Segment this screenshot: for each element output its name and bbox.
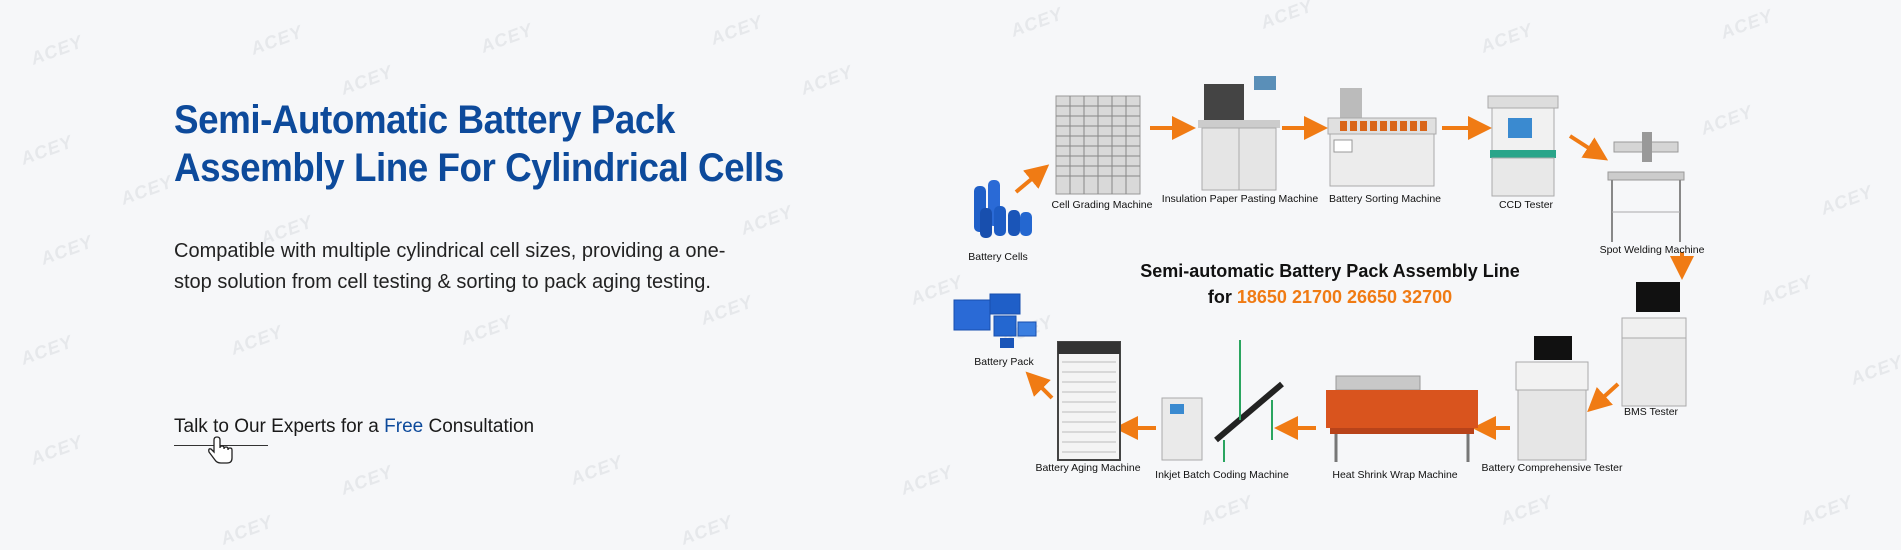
watermark: ACEY	[1008, 3, 1066, 41]
watermark: ACEY	[18, 131, 76, 169]
spot-welding-machine-image	[1607, 132, 1685, 242]
watermark: ACEY	[18, 331, 76, 369]
arrow	[1025, 371, 1054, 400]
watermark: ACEY	[708, 11, 766, 49]
watermark: ACEY	[338, 461, 396, 499]
label-bms-tester: BMS Tester	[1623, 406, 1679, 418]
label-ccd-tester: CCD Tester	[1498, 199, 1554, 211]
watermark: ACEY	[28, 31, 86, 69]
watermark: ACEY	[678, 511, 736, 549]
label-heat-shrink: Heat Shrink Wrap Machine	[1332, 469, 1458, 481]
diagram-cell-sizes: 18650 21700 26650 32700	[1236, 287, 1453, 307]
cta-free: Free	[384, 416, 424, 437]
arrow	[1014, 164, 1050, 194]
label-battery-cells: Battery Cells	[968, 251, 1028, 263]
inkjet-coding-machine-image	[1161, 340, 1284, 462]
watermark: ACEY	[458, 311, 516, 349]
battery-sorting-machine-image	[1327, 88, 1437, 187]
watermark: ACEY	[1798, 491, 1856, 529]
watermark: ACEY	[908, 271, 966, 309]
battery-cells-image	[974, 180, 1032, 238]
watermark: ACEY	[1498, 491, 1556, 529]
watermark: ACEY	[118, 171, 176, 209]
watermark: ACEY	[1258, 0, 1316, 33]
diagram-title: Semi-automatic Battery Pack Assembly Lin…	[1140, 258, 1520, 310]
battery-pack-image	[953, 293, 1037, 348]
label-aging-machine: Battery Aging Machine	[1035, 462, 1141, 474]
diagram-title-line2: for 18650 21700 26650 32700	[1140, 284, 1520, 310]
cell-grading-machine-image	[1055, 95, 1141, 195]
label-battery-sorting: Battery Sorting Machine	[1328, 193, 1442, 205]
pointing-hand-icon	[208, 436, 233, 464]
label-comprehensive-tester: Battery Comprehensive Tester	[1481, 462, 1623, 474]
label-spot-welding: Spot Welding Machine	[1599, 244, 1705, 256]
watermark: ACEY	[1718, 5, 1776, 43]
watermark: ACEY	[1848, 351, 1901, 389]
hero-description: Compatible with multiple cylindrical cel…	[174, 240, 726, 293]
watermark: ACEY	[248, 21, 306, 59]
watermark: ACEY	[1198, 491, 1256, 529]
arrow	[1587, 382, 1620, 413]
hero-title-line1: Semi-Automatic Battery Pack	[174, 98, 675, 142]
watermark: ACEY	[338, 61, 396, 99]
label-insulation-paper: Insulation Paper Pasting Machine	[1161, 193, 1319, 205]
watermark: ACEY	[738, 201, 796, 239]
watermark: ACEY	[1818, 181, 1876, 219]
bms-tester-image	[1621, 282, 1687, 407]
watermark: ACEY	[28, 431, 86, 469]
watermark: ACEY	[38, 231, 96, 269]
watermark: ACEY	[898, 461, 956, 499]
diagram-title-for: for	[1207, 287, 1237, 307]
watermark: ACEY	[228, 321, 286, 359]
watermark: ACEY	[1758, 271, 1816, 309]
comprehensive-tester-image	[1515, 336, 1589, 461]
watermark: ACEY	[998, 311, 1056, 349]
label-battery-pack: Battery Pack	[974, 356, 1034, 368]
watermark: ACEY	[218, 511, 276, 549]
ccd-tester-image	[1487, 95, 1559, 197]
watermark: ACEY	[478, 19, 536, 57]
insulation-paper-machine-image	[1198, 76, 1280, 191]
label-inkjet-coding: Inkjet Batch Coding Machine	[1155, 469, 1289, 481]
watermark: ACEY	[798, 61, 856, 99]
battery-aging-machine-image	[1057, 341, 1121, 461]
cta-prefix: Talk to Our Experts for a	[174, 416, 385, 437]
hero-title-line2: Assembly Line For Cylindrical Cells	[174, 146, 784, 190]
arrow	[1568, 134, 1609, 161]
watermark: ACEY	[1478, 19, 1536, 57]
label-cell-grading: Cell Grading Machine	[1051, 199, 1153, 211]
diagram-title-line1: Semi-automatic Battery Pack Assembly Lin…	[1140, 261, 1520, 281]
consultation-link[interactable]: Talk to Our Experts for a Free Consultat…	[174, 416, 534, 438]
cta-suffix: Consultation	[423, 416, 535, 437]
watermark: ACEY	[568, 451, 626, 489]
heat-shrink-machine-image	[1326, 375, 1478, 462]
hero-heading: Semi-Automatic Battery Pack Assembly Lin…	[174, 96, 874, 192]
watermark: ACEY	[1698, 101, 1756, 139]
